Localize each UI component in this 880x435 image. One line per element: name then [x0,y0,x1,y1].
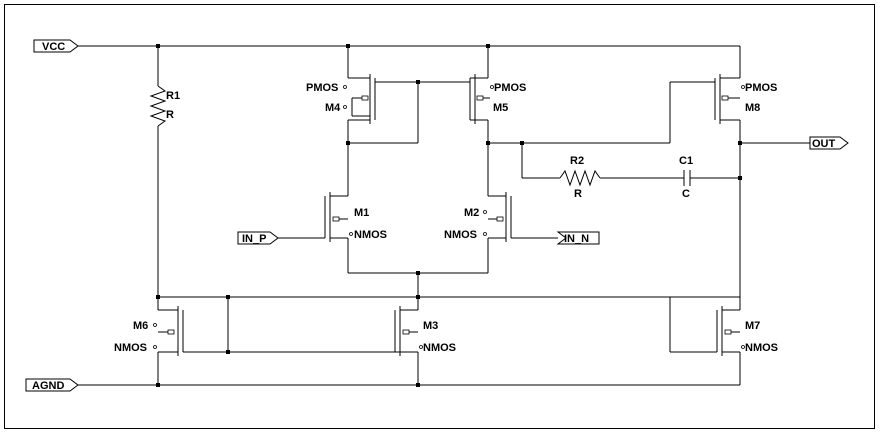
m4-ref-label: M4 [325,102,341,114]
sheet-border [4,4,875,429]
pmos-m8: PMOS M8 [714,74,777,124]
m7-ref-label: M7 [745,320,760,332]
resistor-r1: R1 R [149,85,180,127]
m6-type-label: NMOS [114,342,147,354]
m5-type-label: PMOS [494,82,526,94]
port-vcc-label: VCC [42,41,65,53]
port-agnd: AGND [25,378,79,392]
m3-type-label: NMOS [423,342,456,354]
c1-value-label: C [682,188,690,200]
m6-ref-label: M6 [133,320,148,332]
pmos-m4: PMOS M4 [306,74,376,124]
nmos-m7: M7 NMOS [716,306,778,356]
m7-type-label: NMOS [745,342,778,354]
m8-type-label: PMOS [745,82,777,94]
m1-type-label: NMOS [354,229,387,241]
m8-ref-label: M8 [745,102,760,114]
junction-dots [156,44,742,387]
c1-ref-label: C1 [679,155,693,167]
wires [78,45,810,386]
m3-ref-label: M3 [423,320,438,332]
r1-value-label: R [166,109,174,121]
r1-ref-label: R1 [166,90,180,102]
port-in-p-label: IN_P [242,233,266,245]
m2-ref-label: M2 [464,207,479,219]
resistor-r2: R2 R [559,155,601,200]
pmos-m5: PMOS M5 [469,74,526,124]
r2-value-label: R [574,188,582,200]
port-in-p: IN_P [237,231,279,245]
nmos-m1: M1 NMOS [324,192,387,242]
port-vcc: VCC [33,39,79,53]
port-out: OUT [809,136,849,150]
port-agnd-label: AGND [32,380,64,392]
capacitor-c1: C1 C [679,155,693,200]
m2-type-label: NMOS [444,229,477,241]
m4-type-label: PMOS [306,82,338,94]
nmos-m3: M3 NMOS [394,306,456,356]
port-in-n-label: IN_N [564,233,589,245]
r2-ref-label: R2 [570,155,584,167]
nmos-m2: M2 NMOS [444,192,512,242]
m5-ref-label: M5 [493,102,508,114]
m1-ref-label: M1 [354,207,369,219]
port-in-n: IN_N [556,231,600,245]
nmos-m6: M6 NMOS [114,306,184,356]
port-out-label: OUT [812,138,836,150]
